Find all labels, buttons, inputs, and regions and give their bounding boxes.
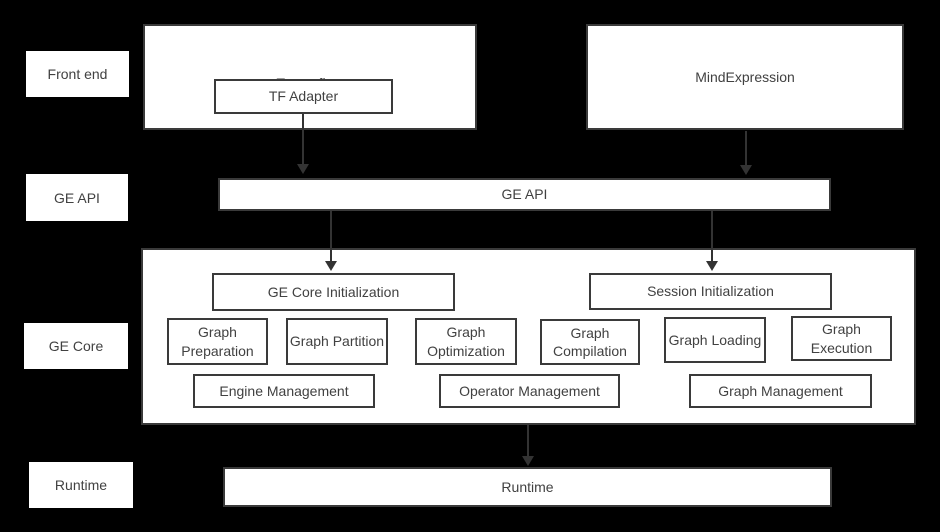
graph-loading-box: Graph Loading (664, 317, 766, 363)
graph-preparation-box: Graph Preparation (167, 318, 268, 365)
arrow-ge-core-to-runtime (522, 425, 534, 466)
side-label-front-end: Front end (26, 51, 129, 97)
side-label-ge-api: GE API (26, 174, 128, 221)
arrow-ge-api-to-session-initialization (706, 211, 718, 271)
side-label-ge-core: GE Core (24, 323, 128, 369)
graph-execution-box: Graph Execution (791, 316, 892, 361)
tensorflow-box: Tensorflow (143, 24, 477, 130)
ge-core-initialization-box: GE Core Initialization (212, 273, 455, 311)
arrow-head-icon (325, 261, 337, 271)
arrow-shaft (302, 114, 304, 164)
side-label-runtime: Runtime (29, 462, 133, 508)
ge-api-bar: GE API (218, 178, 831, 211)
arrow-ge-api-to-ge-core-initialization (325, 211, 337, 271)
arrow-shaft (330, 211, 332, 261)
graph-management-box: Graph Management (689, 374, 872, 408)
engine-management-box: Engine Management (193, 374, 375, 408)
arrow-head-icon (740, 165, 752, 175)
graph-optimization-box: Graph Optimization (415, 318, 517, 365)
runtime-bar: Runtime (223, 467, 832, 507)
arrow-head-icon (522, 456, 534, 466)
arrow-head-icon (297, 164, 309, 174)
mindexpression-box: MindExpression (586, 24, 904, 130)
arrow-head-icon (706, 261, 718, 271)
session-initialization-box: Session Initialization (589, 273, 832, 310)
arrow-shaft (711, 211, 713, 261)
operator-management-box: Operator Management (439, 374, 620, 408)
arrow-tf-adapter-to-ge-api (297, 114, 309, 174)
graph-compilation-box: Graph Compilation (540, 319, 640, 365)
graph-partition-box: Graph Partition (286, 318, 388, 365)
tf-adapter-box: TF Adapter (214, 79, 393, 114)
arrow-shaft (527, 425, 529, 456)
arrow-mindexpression-to-ge-api (740, 131, 752, 175)
arrow-shaft (745, 131, 747, 165)
